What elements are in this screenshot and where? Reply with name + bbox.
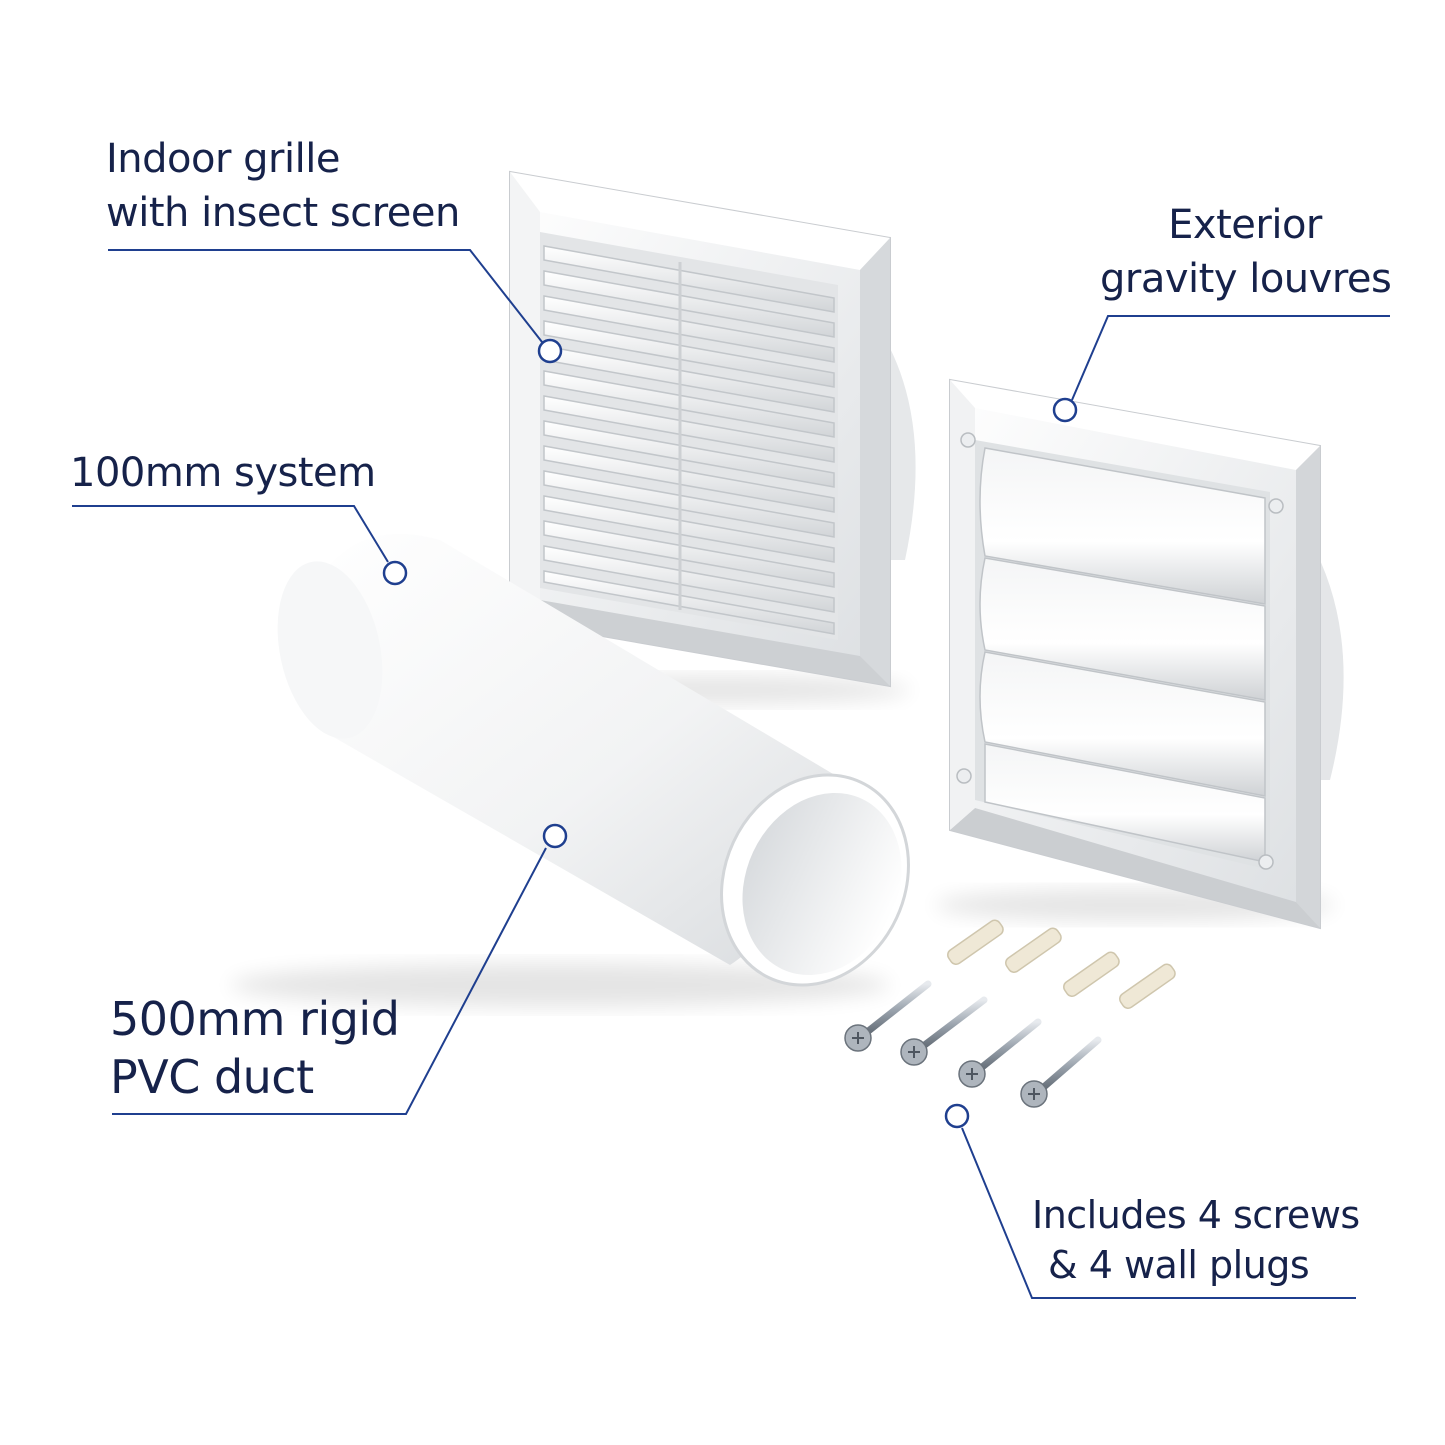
callout-text: PVC duct bbox=[110, 1050, 314, 1104]
callout-dot-grille bbox=[537, 338, 563, 364]
callout-text: with insect screen bbox=[106, 190, 460, 236]
wall-plug bbox=[947, 919, 1004, 965]
grille-slats bbox=[543, 245, 835, 635]
callout-indoor-grille: Indoor grille with insect screen bbox=[106, 132, 460, 240]
callout-dot-louvres bbox=[1052, 397, 1078, 423]
wall-plugs bbox=[947, 919, 1176, 1009]
callout-system-size: 100mm system bbox=[70, 446, 376, 500]
screw bbox=[900, 996, 988, 1066]
callout-line-duct bbox=[112, 847, 547, 1115]
callout-dot-screws bbox=[944, 1103, 970, 1129]
callout-screws-plugs: Includes 4 screws & 4 wall plugs bbox=[1032, 1190, 1360, 1290]
callout-text: gravity louvres bbox=[1100, 256, 1392, 302]
callout-text: 500mm rigid bbox=[110, 992, 400, 1046]
callout-exterior-louvres: Exterior gravity louvres bbox=[1100, 198, 1392, 306]
callout-line-grille bbox=[108, 249, 543, 343]
screw bbox=[1020, 1036, 1102, 1108]
screw bbox=[958, 1018, 1042, 1088]
callout-text: Exterior bbox=[1168, 202, 1322, 248]
callout-text: & 4 wall plugs bbox=[1048, 1243, 1310, 1287]
screws bbox=[844, 980, 1102, 1108]
callout-text: 100mm system bbox=[70, 450, 376, 496]
callout-pvc-duct: 500mm rigid PVC duct bbox=[110, 990, 400, 1106]
callout-text: Includes 4 screws bbox=[1032, 1193, 1360, 1237]
wall-plug bbox=[1005, 927, 1062, 973]
screw bbox=[844, 980, 932, 1052]
pvc-duct bbox=[230, 533, 910, 1007]
callout-text: Indoor grille bbox=[106, 136, 340, 182]
louvre-flaps bbox=[979, 447, 1266, 863]
wall-plug bbox=[1063, 951, 1120, 997]
wall-plug bbox=[1119, 963, 1176, 1009]
callout-dot-system bbox=[382, 560, 408, 586]
callout-line-louvres bbox=[1071, 315, 1390, 401]
callout-line-screws bbox=[961, 1127, 1356, 1299]
exterior-louvre-vent bbox=[935, 378, 1344, 930]
callout-dot-duct bbox=[542, 823, 568, 849]
callout-line-system bbox=[72, 505, 389, 563]
indoor-grille bbox=[509, 170, 916, 704]
